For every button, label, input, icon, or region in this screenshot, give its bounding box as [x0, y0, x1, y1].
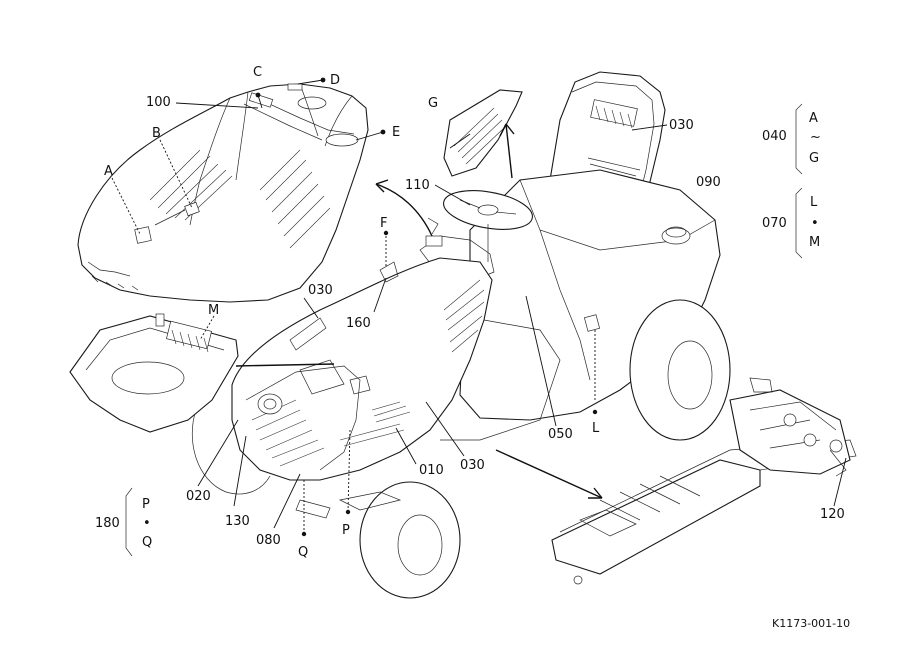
group-180-sep: •	[143, 516, 151, 531]
group-070-bottom: M	[809, 235, 820, 250]
group-180-top: P	[142, 497, 150, 512]
group-070-code: 070	[762, 216, 787, 231]
label-010: 010	[419, 463, 444, 478]
label-B: B	[152, 126, 161, 141]
group-070: 070 L • M	[762, 195, 820, 250]
group-070-sep: •	[811, 216, 819, 231]
label-D: D	[330, 73, 340, 88]
hood-drawing	[77, 83, 369, 303]
label-P: P	[342, 523, 350, 538]
group-040-sep: ~	[810, 130, 821, 145]
label-160: 160	[346, 316, 371, 331]
body-drawing	[191, 257, 731, 599]
label-C: C	[253, 65, 262, 80]
label-090: 090	[696, 175, 721, 190]
label-M: M	[208, 303, 219, 318]
label-030-seat: 030	[669, 118, 694, 133]
group-040: 040 A ~ G	[762, 111, 821, 166]
label-080: 080	[256, 533, 281, 548]
figure-code: K1173-001-10	[772, 617, 850, 630]
part-labels: 100 C D B E A G 030 110 090 F 030 160 M …	[104, 65, 845, 560]
leader-lines	[111, 77, 847, 557]
label-L: L	[592, 421, 600, 436]
label-F: F	[380, 216, 387, 231]
frame-drawing	[551, 377, 857, 585]
label-Q: Q	[298, 545, 308, 560]
label-110: 110	[405, 178, 430, 193]
label-020: 020	[186, 489, 211, 504]
label-050: 050	[548, 427, 573, 442]
label-E: E	[392, 125, 400, 140]
label-120: 120	[820, 507, 845, 522]
label-030-side: 030	[460, 458, 485, 473]
group-180: 180 P • Q	[95, 497, 152, 550]
group-040-bottom: G	[809, 151, 819, 166]
label-030-left: 030	[308, 283, 333, 298]
group-040-top: A	[809, 111, 818, 126]
label-A: A	[104, 164, 113, 179]
group-070-top: L	[810, 195, 818, 210]
group-180-bottom: Q	[142, 535, 152, 550]
label-100: 100	[146, 95, 171, 110]
tray-drawing	[69, 313, 239, 433]
group-040-code: 040	[762, 129, 787, 144]
group-180-code: 180	[95, 516, 120, 531]
steering-drawing	[419, 89, 533, 283]
label-130: 130	[225, 514, 250, 529]
label-G: G	[428, 96, 438, 111]
